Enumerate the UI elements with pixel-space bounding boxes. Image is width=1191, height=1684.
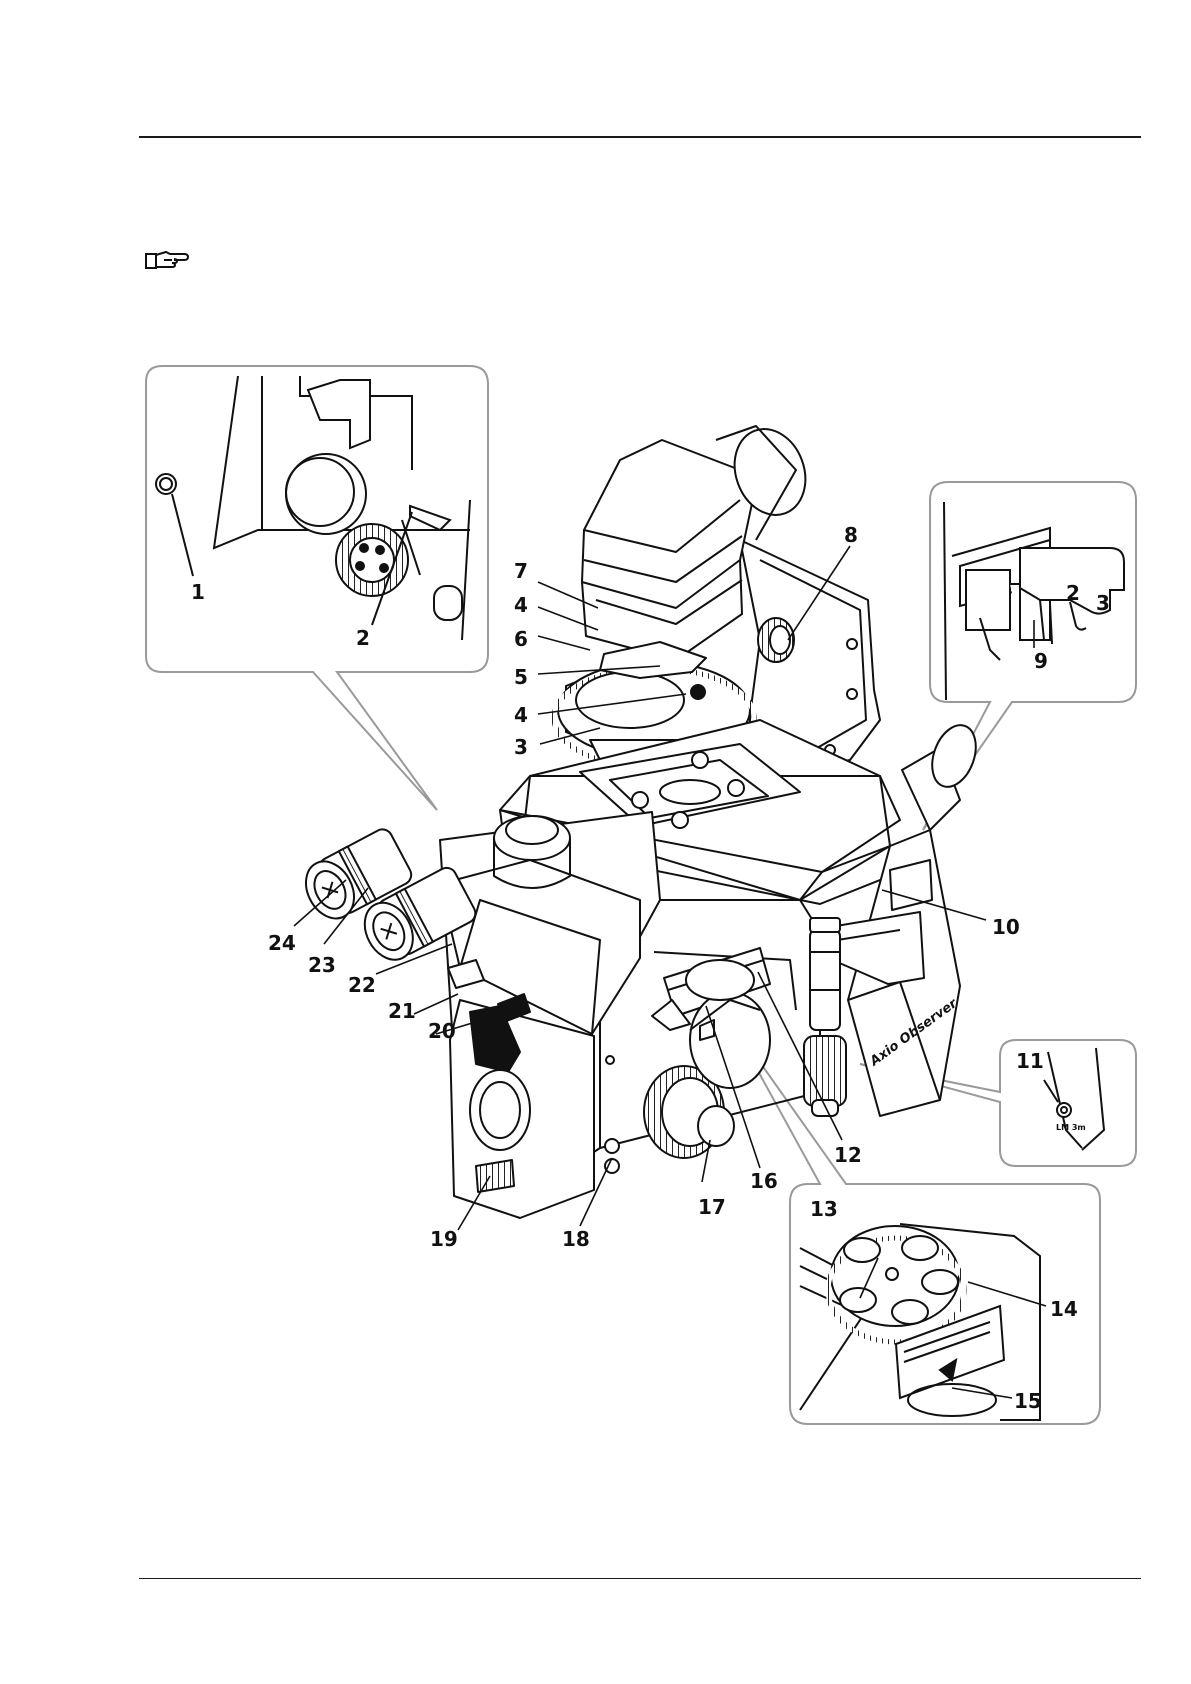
callout-9: 9 xyxy=(1034,649,1048,673)
callout-1: 1 xyxy=(191,580,205,604)
callout-14: 14 xyxy=(1050,1297,1078,1321)
callout-7: 7 xyxy=(514,559,528,583)
callout-22: 22 xyxy=(348,973,376,997)
callout-6: 6 xyxy=(514,627,528,651)
inset-9-slot-label-3: 3 xyxy=(1096,591,1110,615)
callout-21: 21 xyxy=(388,999,416,1023)
callout-16: 16 xyxy=(750,1169,778,1193)
callout-13: 13 xyxy=(810,1197,838,1221)
callout-11: 11 xyxy=(1016,1049,1044,1073)
callout-5: 5 xyxy=(514,665,528,689)
callout-15: 15 xyxy=(1014,1389,1042,1413)
callout-10: 10 xyxy=(992,915,1020,939)
callout-20: 20 xyxy=(428,1019,456,1043)
callout-23: 23 xyxy=(308,953,336,977)
inset-11-caption: LM 3m xyxy=(1056,1123,1086,1132)
callout-12: 12 xyxy=(834,1143,862,1167)
callout-18: 18 xyxy=(562,1227,590,1251)
callout-24: 24 xyxy=(268,931,296,955)
inset-9-slot-label-2: 2 xyxy=(1066,581,1080,605)
callout-4-upper: 4 xyxy=(514,593,528,617)
callout-8: 8 xyxy=(844,523,858,547)
callout-4-lower: 4 xyxy=(514,703,528,727)
callout-2: 2 xyxy=(356,626,370,650)
callout-17: 17 xyxy=(698,1195,726,1219)
callout-19: 19 xyxy=(430,1227,458,1251)
callout-3: 3 xyxy=(514,735,528,759)
